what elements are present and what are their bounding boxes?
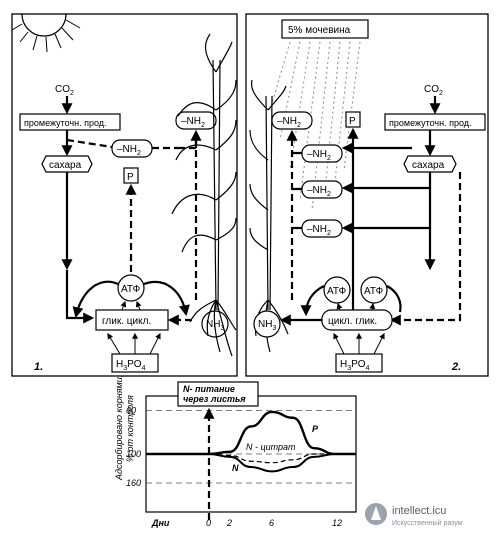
x-tick-label: 6: [269, 518, 274, 528]
atp-arc-right: [386, 285, 402, 313]
x-tick-label: 12: [332, 518, 342, 528]
atp-circle: [117, 274, 145, 302]
left-panel-frame: [11, 13, 238, 377]
y-tick-label: 60: [126, 406, 136, 416]
watermark-text: intellect.icu: [392, 505, 446, 517]
nh2-upper-box: [175, 111, 217, 130]
annotation-box: [177, 381, 259, 407]
cycle-to-atp-1: [120, 300, 127, 311]
graph-x-ticks: 0 2 6 12: [206, 518, 342, 528]
h3po4-arrow-3: [149, 332, 161, 355]
nh2-upper-label: –NH2: [181, 116, 205, 129]
watermark: intellect.icu Искусственный разум: [365, 503, 463, 527]
sugars-label: сахара: [49, 160, 82, 171]
graph-series: [145, 407, 356, 520]
spray-box: [281, 19, 369, 39]
left-panel: CO2 промежуточн. прод. сахара –NH2 –NH2 …: [11, 13, 238, 377]
dashed-to-cycle: [389, 270, 462, 326]
co2-label-right: CO2: [424, 84, 443, 97]
right-panel-frame: [245, 13, 489, 377]
atp-label-1: АТФ: [327, 286, 347, 297]
intermediate-products-label: промежуточн. прод.: [24, 118, 107, 128]
co2-label: CO2: [55, 84, 74, 97]
sugars-to-nh2-3-arrow: [341, 188, 432, 234]
h3po4-arrow-r1: [333, 332, 345, 355]
right-panel: 5% мочевина –NH2 P: [245, 13, 489, 377]
nh2-to-stem-links: [292, 151, 302, 230]
to-nh2-dashed: [66, 138, 113, 149]
y-tick-label: 160: [126, 478, 141, 488]
series-label-p: P: [312, 424, 319, 434]
series-label-n-citrate: N - цитрат: [246, 442, 296, 452]
phosphate-box: [123, 167, 139, 184]
graph-xlabel: Дни: [151, 518, 170, 528]
absorption-graph: 160 100 60 0 2 6 12 Адсорбировано корнями, % …: [114, 375, 357, 528]
nh2-label-2: –NH2: [307, 185, 331, 198]
sugars-to-cycle-arrow: [65, 270, 95, 324]
h3po4-label: H3PO4: [116, 359, 146, 372]
nh2-middle-label: –NH2: [117, 144, 141, 157]
nh2-top-box: [271, 111, 313, 130]
left-panel-number: 1.: [34, 361, 43, 373]
nh3-label-right: NH3: [258, 319, 276, 332]
x-tick-label: 0: [206, 518, 211, 528]
annotation-line2: через листья: [183, 394, 246, 404]
phosphate-label-right: P: [349, 116, 356, 127]
intermediate-products-box-right: [384, 113, 486, 131]
nh3-label: NH3: [206, 319, 224, 332]
sugars-label-right: сахара: [412, 160, 445, 171]
nh2-label-3: –NH2: [307, 224, 331, 237]
atp-label: АТФ: [121, 284, 141, 295]
atp-right-arc: [143, 280, 190, 317]
sugars-to-nh2-2-arrow: [341, 172, 432, 194]
nh2-label-1: –NH2: [307, 149, 331, 162]
cycle-label: глик. цикл.: [102, 316, 151, 327]
series-line-2: [145, 452, 356, 473]
phosphate-box-right: [345, 111, 361, 128]
atp-left-arc: [72, 280, 119, 319]
sun-icon: [11, 13, 81, 53]
intermediate-products-box: [19, 113, 121, 131]
spray-label: 5% мочевина: [288, 25, 351, 36]
atp-arc-left: [300, 285, 325, 317]
nh3-circle-right: [253, 310, 281, 338]
right-panel-number: 2.: [451, 361, 461, 373]
x-tick-label: 2: [226, 518, 232, 528]
series-label-n: N: [232, 463, 239, 473]
graph-ylabel-line1: Адсорбировано корнями,: [114, 375, 124, 481]
watermark-tagline: Искусственный разум: [392, 519, 463, 527]
graph-ylabel-line2: % от контроля: [125, 395, 135, 462]
cycle-label-right: цикл. глик.: [328, 316, 377, 327]
h3po4-label-right: H3PO4: [340, 359, 370, 372]
phosphate-label: P: [127, 172, 134, 183]
nh2-top-label: –NH2: [277, 116, 301, 129]
h3po4-arrow-r3: [373, 332, 385, 355]
cycle-to-atp-r1: [336, 302, 343, 311]
sugars-box: [41, 155, 93, 173]
y-tick-label: 100: [126, 449, 141, 459]
cycle-to-atp-r2: [369, 302, 376, 311]
h3po4-arrow-1: [107, 332, 121, 355]
corn-plant-left: [171, 33, 237, 357]
sugars-box-right: [403, 155, 457, 173]
intermediate-products-label-right: промежуточн. прод.: [389, 118, 472, 128]
atp-label-2: АТФ: [364, 286, 384, 297]
graph-y-ticks: 160 100 60: [126, 406, 141, 489]
annotation-line1: N- питание: [183, 384, 235, 394]
series-line-0: [145, 410, 356, 456]
cycle-to-atp-2: [135, 300, 142, 311]
